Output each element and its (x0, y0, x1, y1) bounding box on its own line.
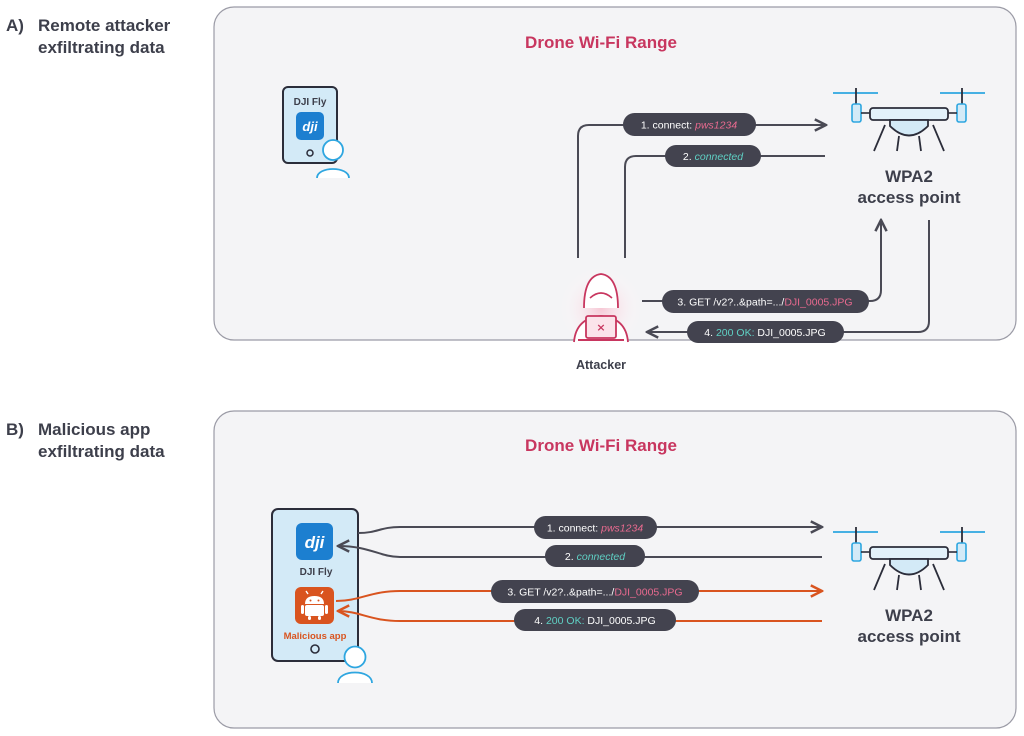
ap-label-line1-a: WPA2 (885, 167, 933, 186)
arrow-connect-a (577, 125, 826, 258)
svg-text:1. connect: pws1234: 1. connect: pws1234 (641, 120, 737, 132)
message-pill-3-b: 3. GET /v2?..&path=.../DJI_0005.JPG (491, 580, 699, 603)
arrow-response-b (338, 611, 822, 622)
dji-app-label-b: DJI Fly (300, 567, 333, 578)
attacker-icon: × (559, 266, 643, 350)
section-b-title-line2: exfiltrating data (38, 442, 165, 461)
ap-label-line1-b: WPA2 (885, 606, 933, 625)
attacker-label: Attacker (576, 358, 626, 372)
svg-text:3. GET /v2?..&path=.../DJI_000: 3. GET /v2?..&path=.../DJI_0005.JPG (677, 297, 852, 309)
section-a-letter: A) (6, 16, 24, 35)
svg-text:3. GET /v2?..&path=.../DJI_000: 3. GET /v2?..&path=.../DJI_0005.JPG (507, 587, 682, 599)
message-pill-3-a: 3. GET /v2?..&path=.../DJI_0005.JPG (662, 290, 869, 313)
section-b-letter: B) (6, 420, 24, 439)
arrow-get-a (642, 220, 881, 302)
drone-icon-a (833, 88, 985, 152)
dji-logo-a: dji (302, 119, 318, 134)
ap-label-line2-a: access point (858, 188, 961, 207)
svg-text:2. connected: 2. connected (683, 151, 744, 163)
phone-app-label-a: DJI Fly (294, 97, 327, 108)
drone-icon-b (833, 527, 985, 591)
arrow-connect-b (357, 527, 822, 534)
dji-logo-b: dji (305, 533, 326, 552)
wifi-range-area-b (213, 410, 1017, 729)
laptop-x-mark: × (596, 321, 605, 334)
range-title-a: Drone Wi-Fi Range (525, 33, 677, 52)
phone-icon-a: DJI Fly dji (282, 86, 338, 164)
message-pill-1-b: 1. connect: pws1234 (534, 516, 657, 539)
section-b: B) Malicious app exfiltrating data Drone… (6, 410, 1017, 729)
phone-icon-b: dji DJI Fly Malicious app (271, 508, 359, 662)
range-title-b: Drone Wi-Fi Range (525, 436, 677, 455)
svg-text:2. connected: 2. connected (565, 551, 626, 563)
dji-app-icon-b: dji (296, 523, 333, 560)
svg-text:4. 200 OK: DJI_0005.JPG: 4. 200 OK: DJI_0005.JPG (534, 615, 655, 627)
section-a-title-line1: Remote attacker (38, 16, 171, 35)
message-pill-2-a: 2. connected (665, 145, 761, 167)
malicious-app-label: Malicious app (284, 631, 347, 642)
arrow-response-a (647, 220, 930, 332)
dji-app-icon-a: dji (296, 112, 324, 140)
arrow-connected-b (338, 546, 822, 558)
android-app-icon (295, 587, 334, 624)
message-pill-4-b: 4. 200 OK: DJI_0005.JPG (514, 609, 676, 631)
user-icon-a (316, 139, 350, 179)
section-a-title-line2: exfiltrating data (38, 38, 165, 57)
message-pill-2-b: 2. connected (545, 545, 645, 567)
arrow-get-b (335, 591, 822, 602)
message-pill-4-a: 4. 200 OK: DJI_0005.JPG (687, 321, 844, 343)
svg-text:1. connect: pws1234: 1. connect: pws1234 (547, 523, 643, 535)
arrow-connected-a (624, 155, 825, 258)
section-a: A) Remote attacker exfiltrating data Dro… (6, 6, 1017, 372)
section-b-title-line1: Malicious app (38, 420, 150, 439)
user-icon-b (337, 645, 373, 684)
message-pill-1-a: 1. connect: pws1234 (623, 113, 756, 136)
svg-text:4. 200 OK: DJI_0005.JPG: 4. 200 OK: DJI_0005.JPG (704, 327, 825, 339)
ap-label-line2-b: access point (858, 627, 961, 646)
